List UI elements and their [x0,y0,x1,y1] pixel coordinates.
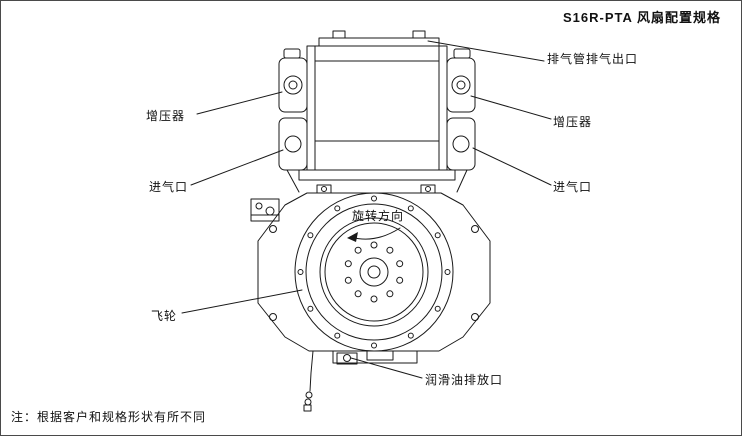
turbocharger-right-shape [446,48,476,113]
rotation-arrow [350,227,401,240]
top-tab-right [412,30,426,39]
leader-oil-drain [350,357,423,379]
label-turbocharger-left: 增压器 [146,109,186,123]
flywheel-housing [257,192,491,352]
label-flywheel: 飞轮 [151,309,178,323]
oil-drain-shape [332,350,418,365]
leader-turbocharger-right [470,95,552,120]
label-exhaust-outlet: 排气管排气出口 [547,52,639,66]
drain-chain [303,350,314,412]
leader-air-intake-right [472,147,552,186]
air-intake-right-shape [446,117,476,193]
turbocharger-left-shape [278,48,308,113]
top-box-flange [298,169,456,181]
footnote: 注：根据客户和规格形状有所不同 [11,410,207,424]
label-turbocharger-right: 增压器 [553,115,593,129]
leader-flywheel [181,289,303,314]
leader-air-intake-left [190,149,284,186]
rotation-arrowhead [347,232,358,242]
engine-top-box [306,45,448,171]
air-intake-left-shape [278,117,308,193]
label-oil-drain: 润滑油排放口 [425,373,504,387]
leader-turbocharger-left [196,91,283,115]
leader-exhaust-outlet [427,40,545,62]
exhaust-top-plate [318,37,440,47]
label-air-intake-left: 进气口 [149,180,189,194]
label-rotation-direction: 旋转方向 [352,209,405,223]
auxiliary-unit [250,198,280,222]
label-air-intake-right: 进气口 [553,180,593,194]
top-tab-left [332,30,346,39]
page-title: S16R-PTA 风扇配置规格 [562,10,721,25]
